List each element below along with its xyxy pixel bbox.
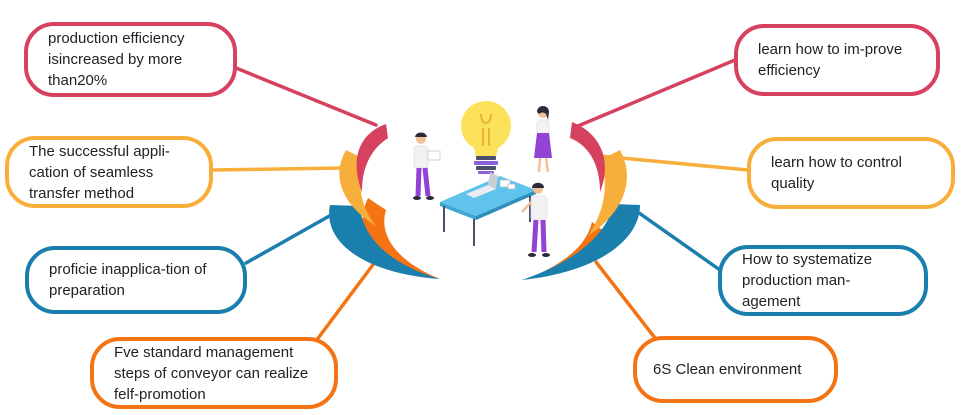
connector-lines [210, 58, 750, 343]
left-item-1: production efficiency isincreased by mor… [24, 22, 237, 97]
connector-left-2 [210, 166, 346, 172]
right-item-4: 6S Clean environment [633, 336, 838, 403]
right-item-3: How to systematize production man- ageme… [718, 245, 928, 316]
connector-right-3 [630, 206, 722, 272]
right-item-1: learn how to im-prove efficiency [734, 24, 940, 96]
connector-left-4 [314, 256, 380, 343]
connector-left-3 [244, 208, 342, 265]
left-item-2: The successful appli- cation of seamless… [5, 136, 213, 208]
right-item-4-text: 6S Clean environment [653, 361, 802, 378]
man-right-figure-icon [521, 182, 550, 257]
man-left-figure-icon [413, 132, 441, 200]
lightbulb-icon [461, 101, 511, 174]
right-item-3-text: How to systematize production man- ageme… [742, 251, 873, 310]
left-crescent-blue [329, 205, 440, 279]
right-crescent-crimson [570, 122, 605, 192]
left-item-4-text: Fve standard management steps of conveyo… [114, 343, 309, 403]
connector-right-2 [598, 154, 750, 172]
connector-left-1 [234, 66, 378, 127]
left-crescents [329, 124, 440, 279]
right-item-1-text: learn how to im-prove efficiency [758, 41, 903, 79]
right-crescent-blue [522, 204, 640, 280]
center-illustration [413, 101, 552, 257]
right-crescents [522, 122, 640, 280]
connector-right-1 [576, 58, 737, 128]
right-item-2: learn how to control quality [747, 137, 955, 209]
connector-right-4 [594, 260, 657, 340]
woman-figure-icon [534, 106, 552, 173]
left-item-4: Fve standard management steps of conveyo… [90, 337, 338, 409]
right-item-2-text: learn how to control quality [771, 154, 902, 192]
left-crescent-crimson [356, 124, 388, 192]
left-item-3: proficie inapplica-tion of preparation [25, 246, 247, 314]
laptop-icon [466, 172, 516, 198]
right-crescent-amber [588, 150, 627, 236]
left-crescent-orange [362, 198, 440, 279]
left-item-3-text: proficie inapplica-tion of preparation [49, 261, 207, 299]
left-crescent-amber [339, 150, 376, 226]
left-item-2-text: The successful appli- cation of seamless… [29, 142, 170, 202]
left-item-1-text: production efficiency isincreased by mor… [48, 30, 185, 89]
